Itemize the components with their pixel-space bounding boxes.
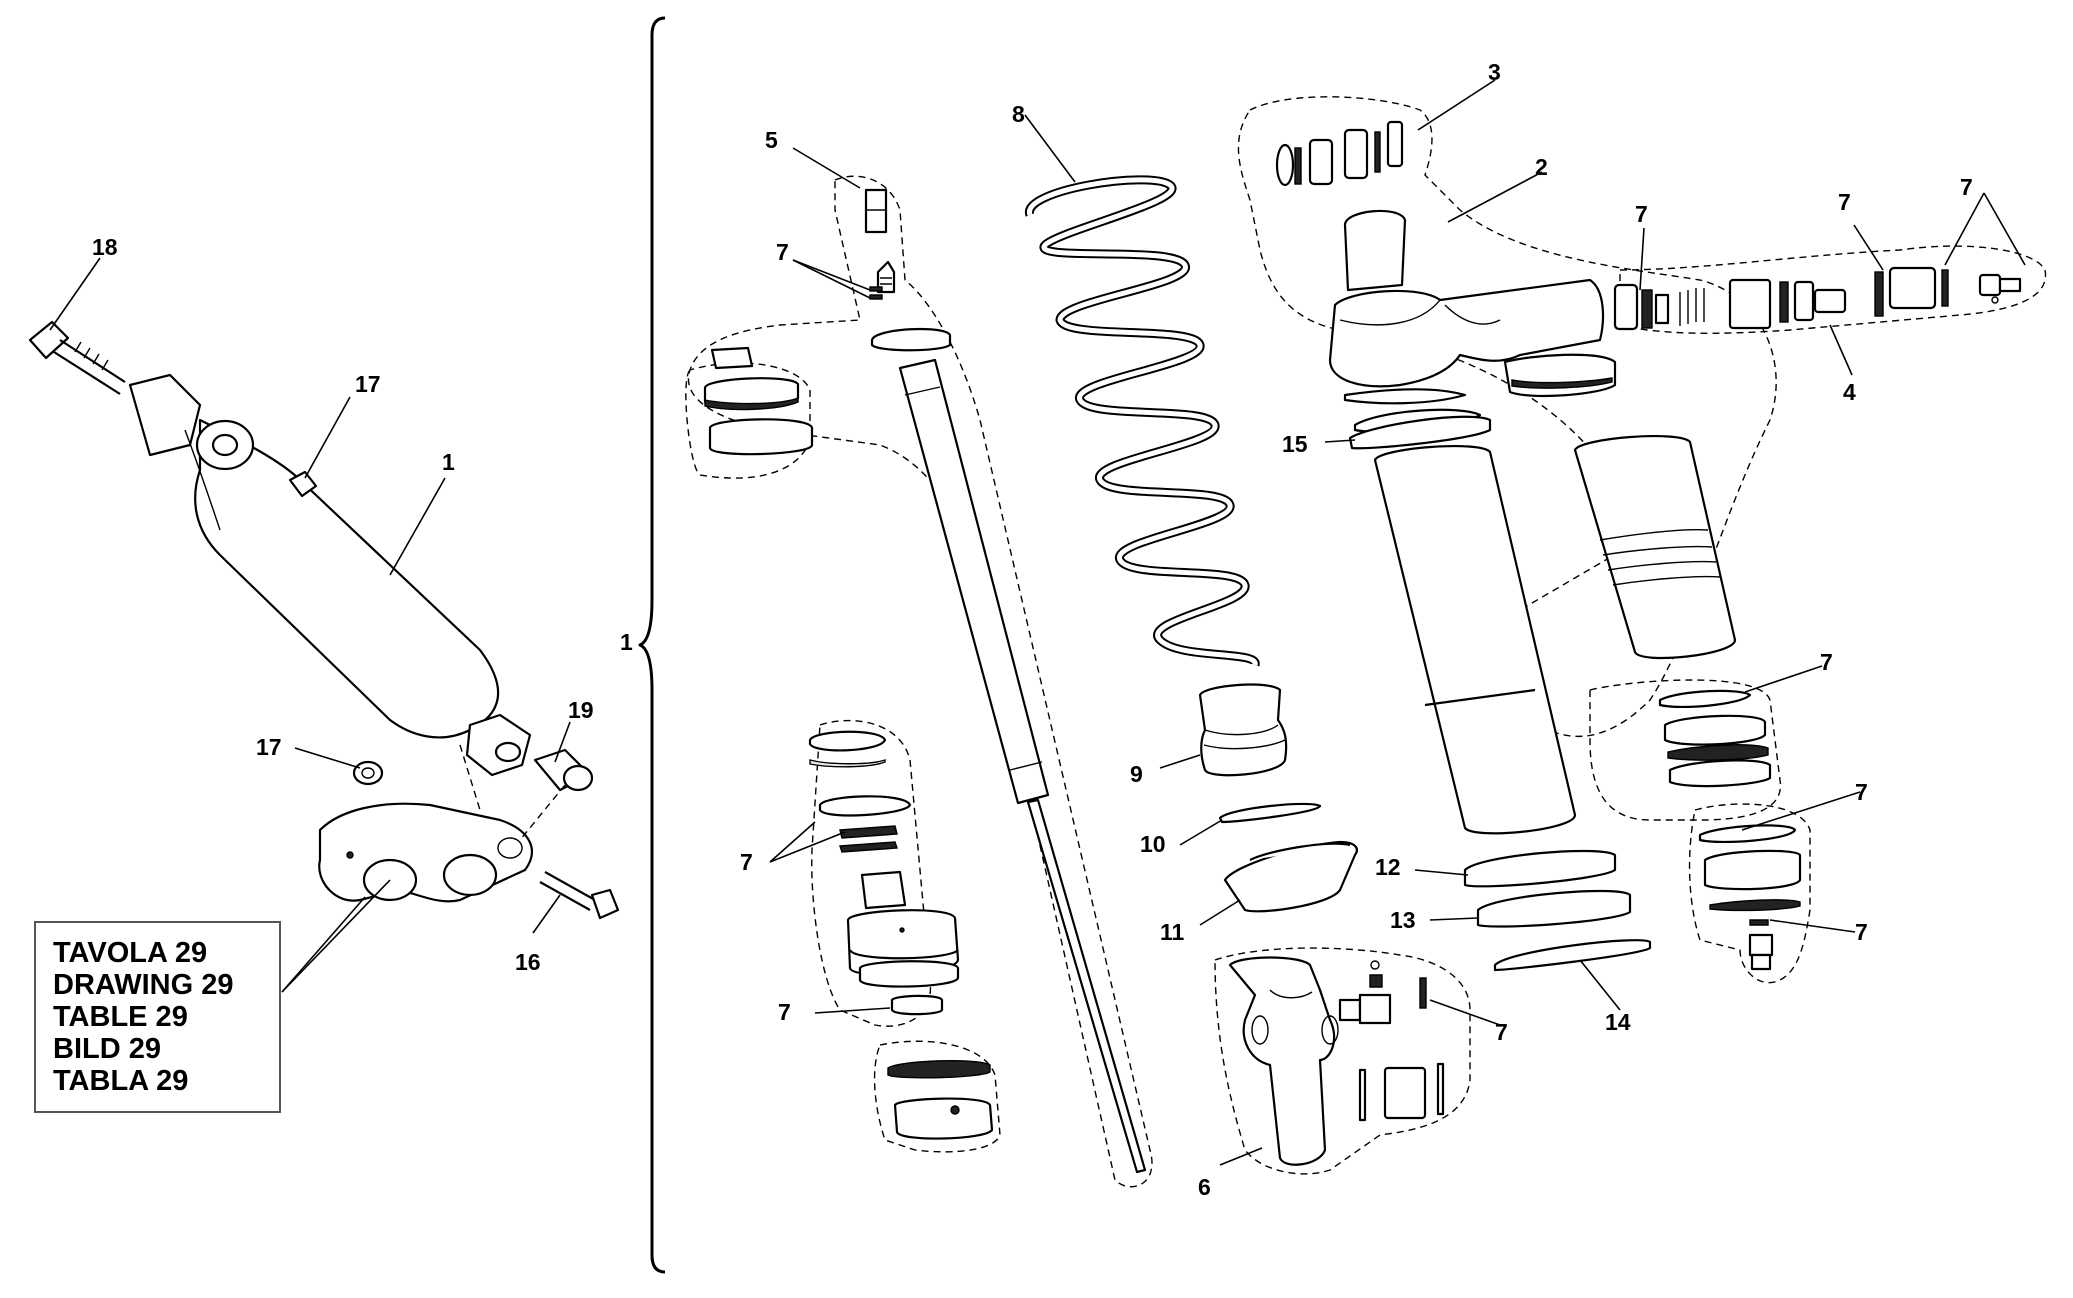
callout-17: 17: [256, 734, 282, 760]
spring-8: [1025, 175, 1260, 667]
callout-7: 7: [1855, 779, 1868, 805]
callout-19: 19: [568, 697, 594, 723]
bushing-19: [533, 748, 594, 792]
nut-13: [1476, 889, 1632, 928]
callout-12: 12: [1375, 854, 1401, 880]
part-5-rod-cap: [864, 188, 896, 300]
callout-18: 18: [92, 234, 118, 260]
group-outline-top-bushing: [685, 362, 811, 479]
callout-14: 14: [1605, 1009, 1631, 1035]
valve-group-4: [1613, 266, 2022, 331]
drawing-ref-line-5: TABLA 29: [53, 1065, 188, 1097]
main-cylinder: [1373, 444, 1577, 835]
bolt-18: [28, 320, 126, 395]
callout-labels: 18 17 1 17 19 16 1 5 7 8 3 2 7 7 7 4 15 …: [92, 59, 1973, 1200]
top-bushing-parts: [703, 346, 814, 456]
group-outline-cap-right: [1688, 803, 1811, 984]
drawing-reference-box: TAVOLA 29 DRAWING 29 TABLE 29 BILD 29 TA…: [34, 921, 281, 1113]
assembly-brace: [638, 16, 666, 1274]
valve-adjuster: [1338, 960, 1427, 1025]
shock-housing-2: [1328, 209, 1605, 433]
nut-12: [1463, 849, 1617, 888]
group-outline-eye: [1214, 947, 1471, 1175]
callout-8: 8: [1012, 101, 1025, 127]
assembled-shock-absorber: [28, 320, 620, 920]
callout-3: 3: [1488, 59, 1501, 85]
drawing-ref-line-2: DRAWING 29: [53, 969, 233, 1001]
spring-cup-11: [1223, 840, 1358, 913]
callout-13: 13: [1390, 907, 1416, 933]
callout-9: 9: [1130, 761, 1143, 787]
group-outline-piston: [811, 719, 932, 1027]
callout-7: 7: [1855, 919, 1868, 945]
callout-7: 7: [778, 999, 791, 1025]
group-outline-lower-bushing: [873, 1040, 1001, 1153]
callout-10: 10: [1140, 831, 1166, 857]
callout-5: 5: [765, 127, 778, 153]
callout-7: 7: [1838, 189, 1851, 215]
piston-rod: [870, 327, 1147, 1174]
callout-17: 17: [355, 371, 381, 397]
lower-bushing: [887, 1060, 994, 1140]
callout-7: 7: [740, 849, 753, 875]
callout-7: 7: [1495, 1019, 1508, 1045]
callout-7: 7: [776, 239, 789, 265]
reservoir-collar: [1503, 353, 1617, 398]
callout-11: 11: [1160, 919, 1185, 945]
reservoir-tube: [1573, 434, 1737, 660]
bolt-16: [539, 871, 620, 920]
end-cap-right: [1698, 824, 1802, 971]
drawing-ref-line-4: BILD 29: [53, 1033, 161, 1065]
ring-15: [1348, 415, 1492, 450]
drawing-ref-line-3: TABLE 29: [53, 1001, 188, 1033]
nut-17-lower: [352, 760, 384, 786]
ring-stack-right: [1658, 689, 1772, 788]
callout-16: 16: [515, 949, 541, 975]
callout-2: 2: [1535, 154, 1548, 180]
washer-10: [1218, 802, 1322, 824]
callout-7: 7: [1820, 649, 1833, 675]
callout-4: 4: [1843, 379, 1856, 405]
reservoir-cap-3: [1275, 120, 1404, 187]
callout-7: 7: [1635, 201, 1648, 227]
callout-6: 6: [1198, 1174, 1211, 1200]
drawing-ref-line-1: TAVOLA 29: [53, 937, 207, 969]
shock-body: [128, 373, 532, 777]
leader-lines: [49, 79, 2026, 1166]
callout-7: 7: [1960, 174, 1973, 200]
linkage-lever: [318, 802, 533, 903]
rod-eye-6: [1228, 956, 1339, 1166]
callout-1: 1: [442, 449, 455, 475]
eye-bushings: [1358, 1062, 1445, 1122]
bump-stop-9: [1198, 683, 1288, 777]
washer-14: [1493, 939, 1652, 972]
callout-15: 15: [1282, 431, 1308, 457]
piston-stack: [808, 730, 960, 1016]
callout-1: 1: [620, 629, 633, 655]
group-outline-valve: [1619, 245, 2047, 334]
